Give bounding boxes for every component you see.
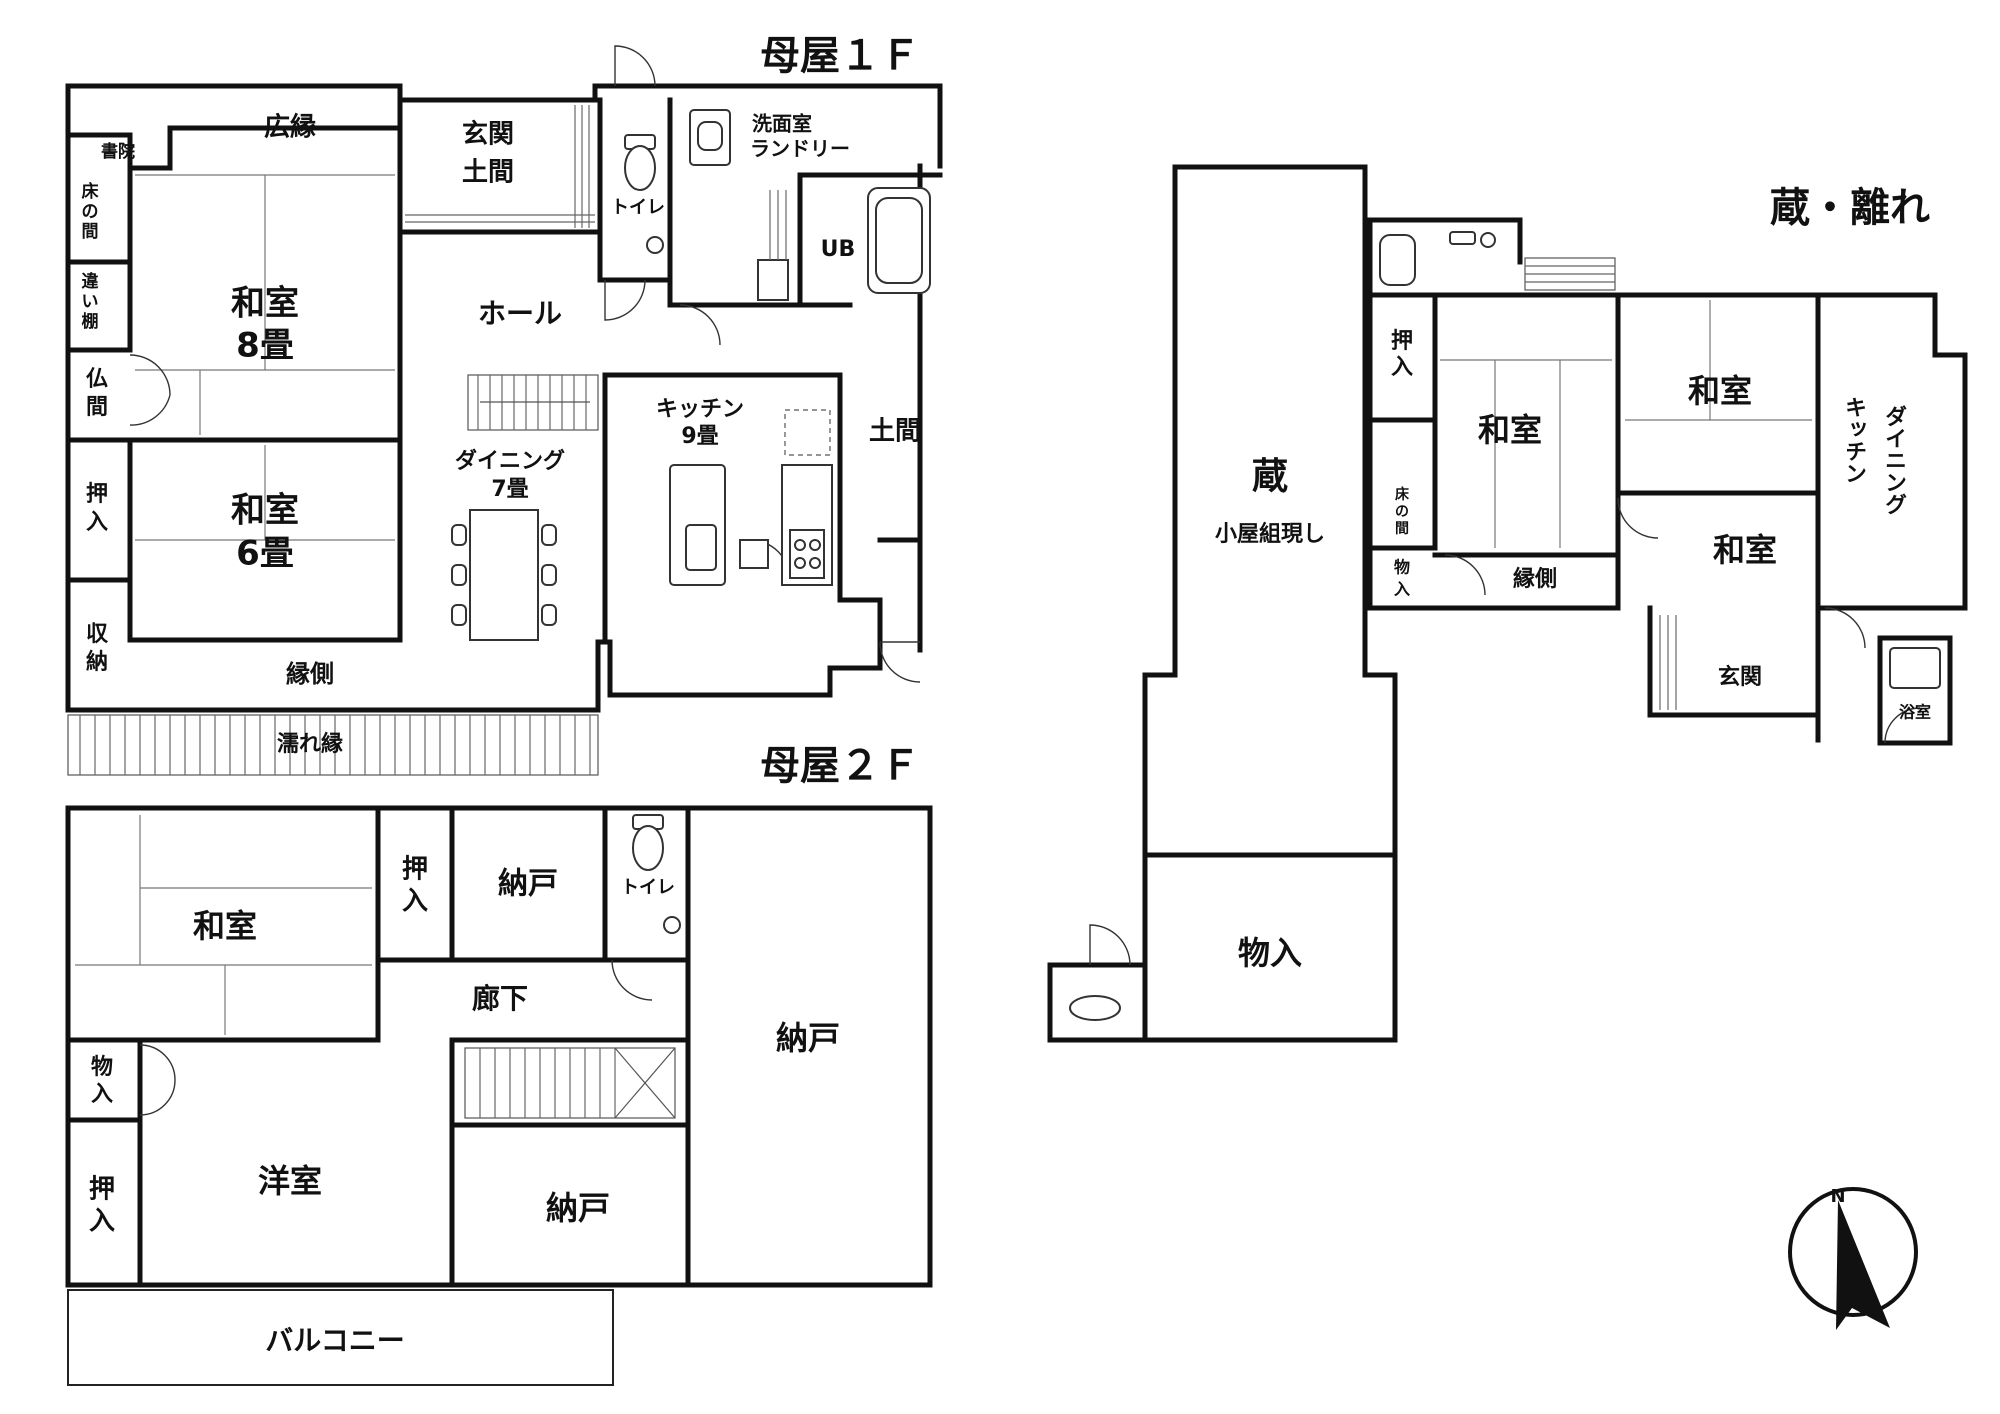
label-engawa: 縁側 [286,660,334,688]
title-main-2f: 母屋２Ｆ [760,743,920,789]
label-balcony: バルコニー [265,1324,404,1357]
annex-plan: 蔵 小屋組現し 物入 押 入 床 の 間 物 入 和室 縁側 和室 和室 キッチ… [1047,164,1968,1043]
annex-top-fixtures [1379,231,1616,291]
label-oshiire-2f-2: 入 [89,1207,115,1237]
bath-block [1877,635,1953,746]
label-kitchen-size: 9畳 [681,424,718,449]
label-tokonoma-3: 間 [82,222,99,242]
label-annex-genkan: 玄関 [1718,664,1762,690]
label-annex-engawa: 縁側 [1513,566,1557,592]
stairs-2f [464,1047,676,1119]
toilet-fixture-annex [1069,995,1121,1021]
label-dining-size: 7畳 [491,477,528,502]
label-oshiire-top-2: 入 [402,887,428,917]
label-nando-mid: 納戸 [546,1189,610,1227]
label-chigaidana-3: 棚 [82,311,99,332]
laundry-shelf [757,190,789,301]
label-butsuma-2: 間 [86,395,108,420]
annex-genkan-step [1659,615,1677,710]
label-tokonoma-2: の [82,202,99,222]
label-shuno-1: 収 [86,622,109,647]
label-toilet-1f: トイレ [611,197,665,218]
label-monoire: 物入 [1238,934,1302,972]
label-chigaidana-1: 違 [82,271,99,292]
label-oshiire-2: 入 [86,510,108,535]
label-mono-2: 入 [91,1082,113,1107]
label-butsuma-1: 仏 [86,367,108,392]
kitchen-island [669,464,769,586]
label-oshiire-2f-1: 押 [89,1175,115,1205]
label-annex-dining: ダイニング [1881,405,1907,515]
kitchen-counter [781,409,833,586]
title-main-1f: 母屋１Ｆ [760,33,920,79]
label-chigaidana-2: い [82,292,99,312]
label-oshiire-top-1: 押 [402,855,428,885]
label-hiroen: 広縁 [264,112,316,143]
label-annex-tokonoma-1: 床 [1395,486,1410,503]
label-annex-washitsu-a: 和室 [1478,411,1542,449]
label-hall: ホール [478,297,562,330]
label-kitchen: キッチン [656,397,744,422]
label-annex-mono-1: 物 [1394,558,1410,577]
label-doma: 土間 [869,417,921,447]
balcony-outline [67,1289,614,1386]
compass-icon: N [1788,1186,1918,1330]
dining-table [451,509,557,641]
label-kura: 蔵 [1252,456,1288,497]
label-tokonoma-1: 床 [82,181,100,202]
label-laundry: ランドリー [750,137,850,161]
label-nando-small: 納戸 [498,867,558,902]
wash-basin [689,109,731,166]
label-oshiire-1: 押 [86,481,108,507]
label-shoin: 書院 [101,141,135,162]
label-ub: UB [821,237,856,262]
label-annex-tokonoma-2: の [1395,504,1409,520]
label-mono-1: 物 [91,1054,113,1080]
bathtub [867,187,931,294]
toilet-fixture-2f [632,814,681,934]
label-genkan: 玄関 [462,119,514,150]
label-dining: ダイニング [455,448,565,474]
label-yoshitsu: 洋室 [258,1162,322,1200]
label-annex-mono-2: 入 [1394,580,1410,599]
label-washitsu-2f: 和室 [193,907,257,945]
main-2f-plan: 和室 押 入 納戸 トイレ 廊下 納戸 物 入 押 入 洋室 納戸 バルコニー [65,805,933,1386]
label-annex-kitchen: キッチン [1841,396,1866,484]
label-genkan-doma: 土間 [462,158,514,188]
nureen-deck [67,714,599,776]
label-washitsu8-size: 8畳 [236,326,294,366]
label-washitsu8: 和室 [231,284,299,324]
label-washitsu6: 和室 [231,491,299,531]
label-annex-tokonoma-3: 間 [1395,521,1409,537]
main-1f-plan: 広縁 書院 床 の 間 違 い 棚 和室 8畳 仏 間 押 入 和室 6畳 収 … [65,45,943,776]
title-annex: 蔵・離れ [1770,185,1930,231]
stairs-1f [467,374,599,431]
label-annex-washitsu-b: 和室 [1688,372,1752,410]
label-shuno-2: 納 [86,649,108,675]
compass-north-label: N [1830,1186,1845,1207]
label-senmen: 洗面室 [752,112,812,136]
genkan-step [405,105,595,228]
label-annex-oshiire-2: 入 [1391,355,1413,380]
label-annex-oshiire-1: 押 [1391,328,1413,354]
label-roka: 廊下 [472,982,528,1015]
label-nureen: 濡れ縁 [277,731,343,757]
label-annex-bath: 浴室 [1899,703,1931,722]
label-annex-washitsu-c: 和室 [1713,531,1777,569]
toilet-fixture-1f [624,134,664,254]
label-kura-sub: 小屋組現し [1215,521,1325,547]
label-nando-large: 納戸 [776,1019,840,1057]
label-toilet-2f: トイレ [621,877,675,898]
label-washitsu6-size: 6畳 [236,534,294,574]
